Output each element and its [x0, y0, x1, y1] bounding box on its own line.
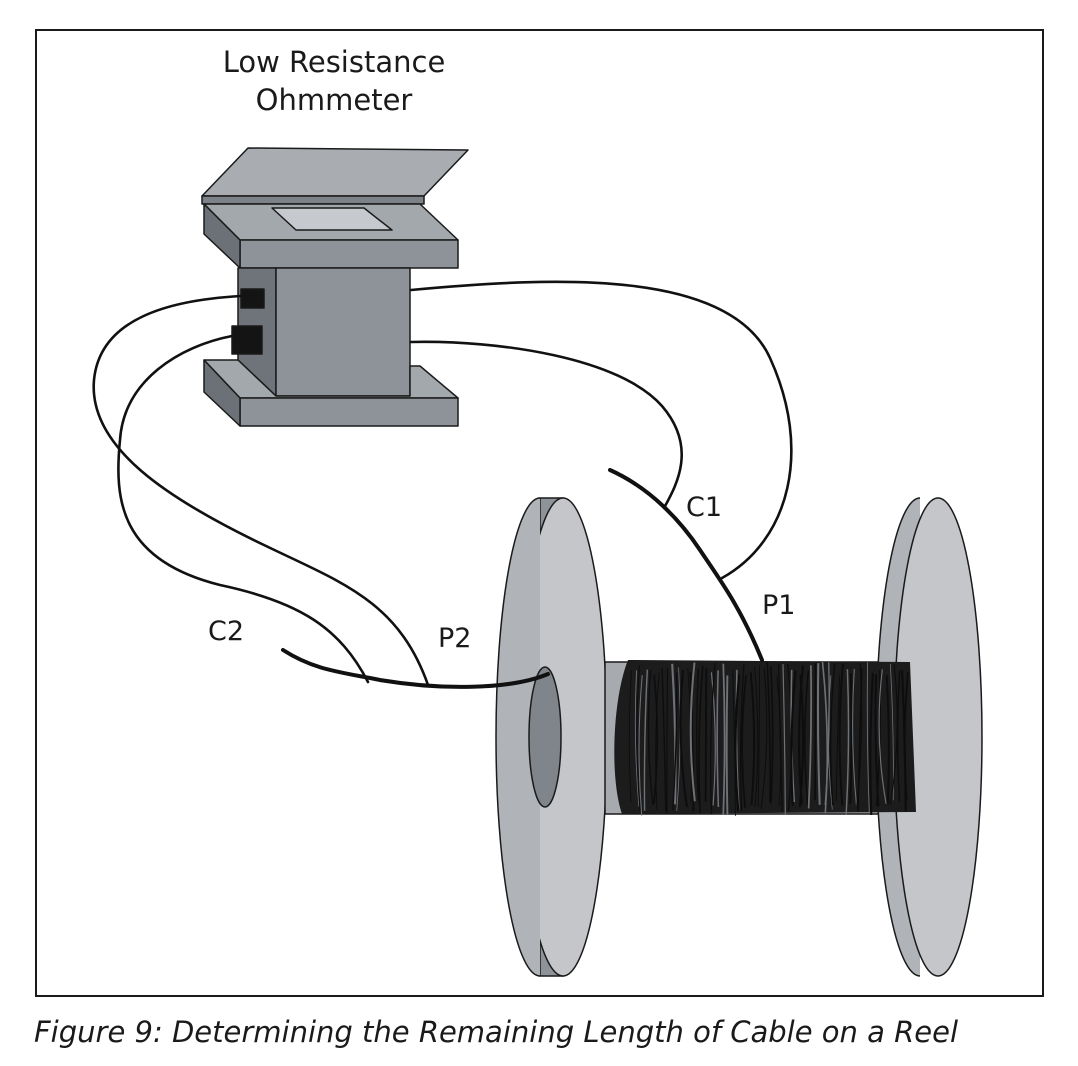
cable-winding-strand — [695, 668, 700, 801]
cable-winding-strand — [725, 675, 729, 815]
cable-end-bottom — [281, 648, 550, 689]
test-leads — [92, 280, 793, 689]
cable-winding-strand — [679, 670, 688, 808]
cable-winding-strand — [647, 669, 654, 806]
cable-winding-strand — [845, 669, 850, 815]
cable-winding-strand — [689, 662, 696, 802]
meter-base-front — [239, 397, 459, 427]
figure-frame — [35, 29, 1044, 997]
label-c2: C2 — [208, 616, 244, 647]
cable-end-top — [608, 468, 764, 662]
cable-winding-strand — [790, 670, 797, 807]
cable-winding-strand — [666, 668, 669, 814]
label-p1: P1 — [762, 590, 795, 621]
cable-winding-strand — [722, 663, 726, 815]
cable-windings — [614, 660, 916, 816]
cable-winding-strand — [782, 664, 786, 815]
meter-title-line1: Low Resistance — [223, 45, 446, 79]
cable-winding-strand — [857, 668, 863, 812]
cable-winding-strand — [866, 662, 870, 813]
cable-winding-strand — [766, 662, 771, 803]
cable-winding-strand — [634, 670, 640, 807]
meter-title-line2: Ohmmeter — [256, 83, 413, 117]
cable-winding-strand — [734, 674, 741, 812]
lead-c1 — [409, 280, 793, 580]
meter-display — [271, 207, 393, 231]
cable-winding-strand — [636, 665, 641, 811]
cable-winding-strand — [704, 667, 708, 802]
meter-base-side — [203, 359, 241, 427]
figure-caption: Figure 9: Determining the Remaining Leng… — [34, 1015, 958, 1049]
cable-winding-strand — [716, 670, 720, 808]
cable-winding-strand — [878, 669, 887, 804]
cable-winding-strand — [852, 668, 858, 807]
cable-winding-strand — [816, 663, 821, 805]
cable-winding-strand — [827, 675, 833, 810]
cable-winding-strand — [824, 662, 830, 806]
cable-winding-strand — [628, 669, 632, 802]
reel-left-flange-edge — [495, 497, 541, 977]
cable-winding-strand — [769, 666, 774, 804]
ohmmeter — [201, 147, 469, 427]
terminal-upper — [240, 288, 265, 309]
cable-winding-strand — [807, 665, 813, 809]
label-p2: P2 — [438, 623, 471, 654]
terminal-lower — [231, 325, 263, 355]
cable-winding-strand — [643, 669, 649, 811]
cable-winding-strand — [760, 668, 768, 809]
cable-winding-strand — [777, 663, 783, 812]
cable-winding-strand — [757, 665, 760, 807]
cable-winding-strand — [835, 675, 841, 802]
cable-winding-strand — [753, 666, 759, 807]
cable-winding-strand — [903, 671, 909, 801]
cable-winding-strand — [671, 663, 677, 805]
label-c1: C1 — [686, 492, 722, 523]
cable-winding-strand — [653, 674, 659, 804]
meter-body-front — [275, 267, 411, 397]
meter-lid-top — [201, 147, 469, 197]
cable-winding-strand — [709, 663, 716, 815]
lead-p1 — [409, 340, 684, 510]
reel-hub-hole — [528, 666, 562, 808]
cable-winding-strand — [838, 663, 844, 806]
cable-winding-strand — [875, 670, 881, 806]
cable-winding-strand — [741, 675, 747, 809]
cable-winding-strand — [885, 675, 890, 804]
cable-winding-strand — [749, 672, 756, 805]
cable-winding-strand — [698, 666, 704, 813]
cable-winding-strand — [655, 672, 660, 811]
lead-p2 — [117, 334, 370, 684]
lead-c2 — [92, 294, 430, 687]
cable-winding-strand — [672, 672, 678, 811]
cable-winding-strand — [798, 665, 805, 804]
cable-winding-strand — [638, 675, 643, 816]
cable-winding-strand — [849, 672, 853, 805]
cable-winding-strand — [869, 673, 874, 815]
meter-lid-front — [201, 195, 425, 205]
meter-top-front — [239, 239, 459, 269]
cable-winding-strand — [896, 670, 901, 802]
cable-winding-strand — [829, 663, 836, 806]
cable-winding-strand — [804, 670, 810, 809]
cable-winding-strand — [739, 664, 745, 811]
cable-winding-strand — [661, 667, 667, 811]
